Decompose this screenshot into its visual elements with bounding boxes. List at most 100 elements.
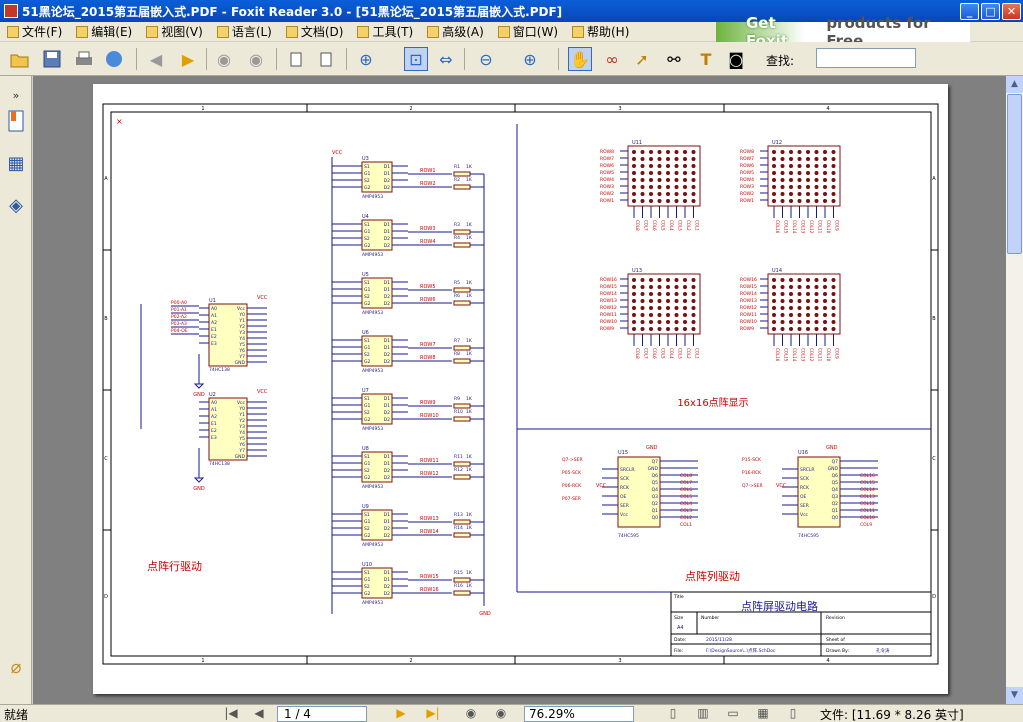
led-dot	[674, 285, 679, 289]
next-page-icon[interactable]: ▶	[396, 706, 406, 720]
save-icon[interactable]	[40, 47, 64, 71]
matrix-row-label: ROW12	[600, 305, 617, 311]
menu-language[interactable]: 语言(L)	[210, 23, 279, 40]
shiftreg-ref: U16	[798, 450, 808, 456]
decoder-pin-label: A1	[211, 407, 217, 413]
first-page-icon[interactable]: |◀	[224, 706, 238, 720]
select-arrow-icon[interactable]: ➚	[635, 49, 649, 69]
scroll-down-icon[interactable]: ▼	[1006, 687, 1023, 704]
fit-width-icon[interactable]: ⇔	[439, 49, 453, 69]
driver-U5	[361, 277, 393, 309]
print-icon[interactable]	[72, 47, 96, 71]
find-binoculars-icon[interactable]: ⚯	[667, 49, 681, 69]
shiftreg-pin-label: OE	[620, 494, 627, 500]
zoom-field[interactable]: 76.29%	[524, 706, 634, 722]
menu-document[interactable]: 文档(D)	[279, 23, 351, 40]
decoder-net-label: P04-OE	[171, 328, 188, 334]
thumbnails-icon[interactable]: ▦	[7, 152, 25, 174]
expand-sidebar-icon[interactable]: »	[12, 88, 20, 102]
scroll-thumb[interactable]	[1007, 94, 1022, 254]
rotate-left-icon[interactable]	[284, 47, 308, 71]
text-select-icon[interactable]: ∞	[605, 49, 619, 69]
prev-page-icon[interactable]: ◀	[254, 706, 264, 720]
fit-page-icon[interactable]: ⊡	[404, 47, 428, 71]
led-dot	[814, 164, 819, 168]
zoom-out-icon[interactable]: ⊖	[479, 49, 493, 69]
snapshot-icon[interactable]: ◙	[728, 49, 744, 69]
shiftreg-net-label: P16-RCK	[742, 470, 762, 476]
layers-icon[interactable]: ◈	[9, 194, 23, 216]
menu-file[interactable]: 文件(F)	[0, 23, 69, 40]
led-dot	[657, 164, 662, 168]
led-dot	[772, 306, 776, 310]
next-view-icon[interactable]: ◉	[249, 49, 263, 69]
led-dot	[823, 192, 827, 196]
menu-edit[interactable]: 编辑(E)	[69, 23, 139, 40]
continuous-icon[interactable]: ▥	[697, 706, 709, 720]
promo-banner[interactable]: Get Foxit products for Free	[716, 14, 970, 50]
led-dot	[823, 178, 827, 182]
rotate-right-icon[interactable]	[314, 47, 338, 71]
typewriter-icon[interactable]: T	[700, 49, 712, 69]
menu-tools[interactable]: 工具(T)	[350, 23, 420, 40]
minimize-button[interactable]: _	[960, 2, 979, 20]
prev-view-icon[interactable]: ◉	[217, 49, 231, 69]
shiftreg-col-label: COL11	[860, 508, 875, 514]
led-dot	[666, 299, 670, 303]
bookmarks-icon[interactable]	[4, 106, 28, 136]
led-dot	[789, 292, 793, 296]
decoder-pin-label: Vcc	[237, 306, 246, 312]
hand-tool-icon[interactable]: ✋	[568, 47, 592, 71]
matrix-col-label: COL6	[652, 220, 657, 231]
menu-help[interactable]: 帮助(H)	[565, 23, 636, 40]
back-icon[interactable]: ◀	[149, 49, 163, 69]
driver-pin-label: S2	[364, 178, 370, 184]
led-dot	[789, 164, 793, 168]
led-dot	[831, 164, 836, 168]
prev-view-status-icon[interactable]: ◉	[465, 706, 477, 720]
file-size-text: 文件: [11.69 * 8.26 英寸]	[820, 708, 964, 722]
led-dot	[649, 306, 653, 310]
led-dot	[806, 285, 810, 289]
led-dot	[831, 278, 836, 282]
maximize-button[interactable]: □	[981, 2, 1000, 20]
zoom-in-icon[interactable]: ⊕	[523, 49, 537, 69]
next-view-status-icon[interactable]: ◉	[495, 706, 507, 720]
single-page-icon[interactable]: ▯	[669, 706, 677, 720]
led-dot	[789, 306, 793, 310]
menu-window[interactable]: 窗口(W)	[491, 23, 565, 40]
forward-icon[interactable]: ▶	[181, 49, 195, 69]
continuous-facing-icon[interactable]: ▦	[757, 706, 769, 720]
led-dot	[772, 278, 776, 282]
driver-pin-label: D1	[384, 345, 390, 351]
menu-advanced[interactable]: 高级(A)	[420, 23, 491, 40]
led-dot	[823, 278, 827, 282]
find-input[interactable]	[816, 48, 916, 68]
row-net-label: ROW13	[420, 516, 439, 522]
facing-icon[interactable]: ▭	[727, 706, 739, 720]
led-dot	[683, 171, 687, 175]
driver-pin-label: G1	[364, 461, 370, 467]
menu-view[interactable]: 视图(V)	[139, 23, 210, 40]
led-dot	[772, 157, 776, 161]
led-dot	[666, 150, 670, 154]
led-matrix-U11	[627, 145, 701, 207]
resistor-R7	[453, 345, 471, 351]
matrix-col-label: COL1	[695, 348, 700, 359]
zoom-tool-icon[interactable]: ⊕	[359, 49, 373, 69]
scroll-up-icon[interactable]: ▲	[1006, 76, 1023, 93]
close-button[interactable]: ✕	[1002, 2, 1021, 20]
last-page-icon[interactable]: ▶|	[426, 706, 440, 720]
page-number-field[interactable]: 1 / 4	[277, 706, 367, 722]
led-dot	[772, 285, 776, 289]
shiftreg-col-label: COL5	[680, 494, 692, 500]
open-icon[interactable]	[8, 47, 32, 71]
driver-pin-label: D2	[384, 185, 390, 191]
resistor-ref: R7	[454, 338, 460, 344]
shiftreg-net-label: P05-SCK	[562, 470, 582, 476]
attachments-icon[interactable]: ⌀	[10, 656, 22, 678]
shiftreg-pin-label: SER	[620, 503, 629, 509]
vertical-scrollbar[interactable]: ▲ ▼	[1006, 76, 1023, 704]
email-icon[interactable]	[102, 47, 126, 71]
